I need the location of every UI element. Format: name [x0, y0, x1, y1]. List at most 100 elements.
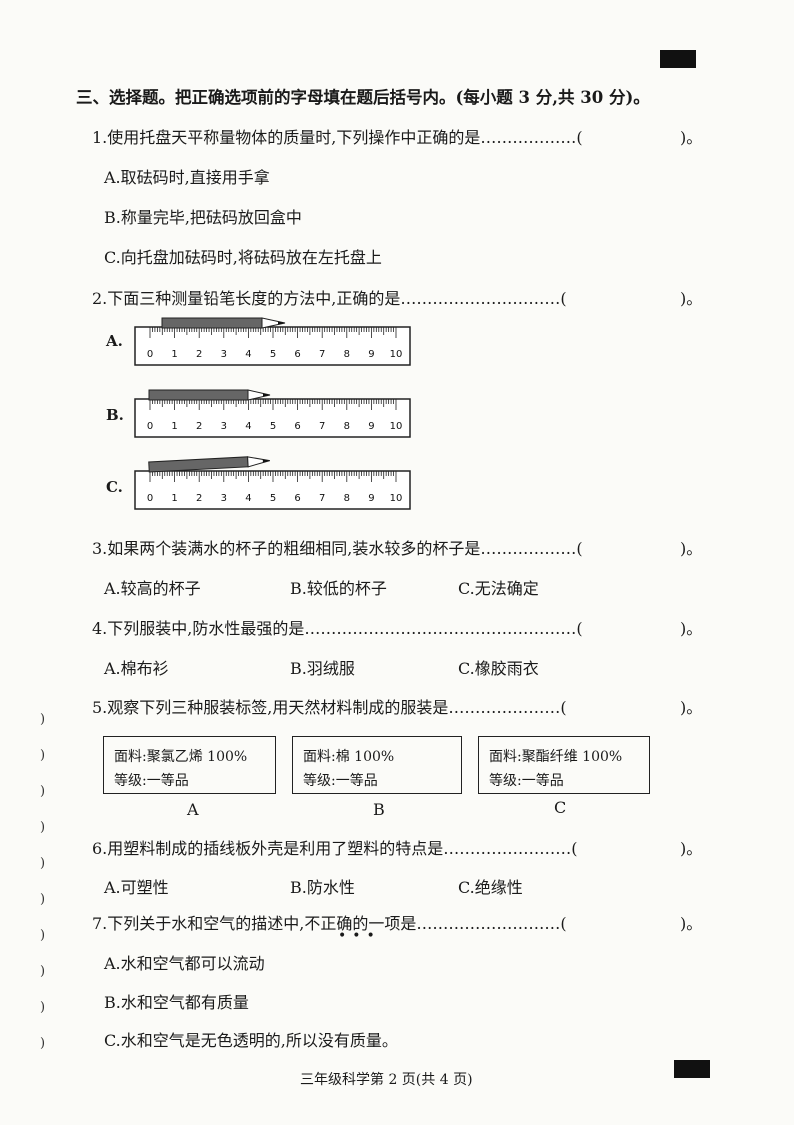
ruler-tick-label: 10: [390, 421, 403, 432]
question-3-answer-close[interactable]: )。: [680, 539, 703, 558]
margin-paren-mark: ): [40, 1000, 46, 1015]
margin-paren-mark: ): [40, 928, 46, 943]
question-5-answer-close[interactable]: )。: [680, 698, 703, 717]
question-4-option-c: C.橡胶雨衣: [458, 659, 539, 678]
question-4-option-a: A.棉布衫: [104, 659, 169, 678]
ruler-tick-label: 2: [196, 493, 202, 504]
margin-paren-mark: ): [40, 748, 46, 763]
registration-block-bottom: [674, 1060, 710, 1078]
ruler-tick-label: 6: [294, 349, 300, 360]
ruler-tick-label: 7: [319, 349, 325, 360]
pencil-tip: [247, 456, 270, 468]
ruler-tick-label: 4: [245, 349, 251, 360]
ruler-tick-label: 8: [344, 421, 350, 432]
question-3-option-b: B.较低的杯子: [290, 579, 387, 598]
ruler-tick-label: 9: [368, 349, 374, 360]
margin-paren-mark: ): [40, 964, 46, 979]
margin-paren-mark: ): [40, 784, 46, 799]
ruler-tick-label: 5: [270, 421, 276, 432]
question-7-stem: 7.下列关于水和空气的描述中,不正确的一项是………………………(: [92, 914, 567, 933]
question-3-stem: 3.如果两个装满水的杯子的粗细相同,装水较多的杯子是………………(: [92, 539, 583, 558]
ruler-tick-label: 3: [221, 349, 227, 360]
ruler-tick-label: 1: [171, 493, 177, 504]
clothing-label-b: 面料:棉 100% 等级:一等品: [292, 736, 462, 794]
ruler-tick-label: 3: [221, 421, 227, 432]
question-6-option-b: B.防水性: [290, 878, 355, 897]
pencil-body: [148, 389, 249, 401]
ruler-tick-label: 6: [294, 493, 300, 504]
ruler-tick-label: 9: [368, 421, 374, 432]
ruler-option-a-label: A.: [106, 332, 123, 350]
label-b-grade: 等级:一等品: [303, 773, 378, 789]
question-7-option-a: A.水和空气都可以流动: [104, 954, 265, 973]
ruler-tick-label: 6: [294, 421, 300, 432]
ruler-tick-label: 0: [147, 349, 153, 360]
label-b-fabric: 面料:棉 100%: [303, 749, 395, 765]
ruler-tick-label: 2: [196, 421, 202, 432]
question-7-option-c: C.水和空气是无色透明的,所以没有质量。: [104, 1031, 398, 1050]
pencil-lead: [263, 393, 270, 397]
margin-paren-mark: ): [40, 892, 46, 907]
question-2-answer-close[interactable]: )。: [680, 289, 703, 308]
margin-paren-mark: ): [40, 820, 46, 835]
ruler-tick-label: 3: [221, 493, 227, 504]
question-7-answer-close[interactable]: )。: [680, 914, 703, 933]
pencil-body: [148, 456, 249, 473]
question-1-option-a: A.取砝码时,直接用手拿: [104, 168, 270, 187]
ruler-tick-label: 0: [147, 421, 153, 432]
clothing-label-c: 面料:聚酯纤维 100% 等级:一等品: [478, 736, 650, 794]
question-4-option-b: B.羽绒服: [290, 659, 355, 678]
question-6-answer-close[interactable]: )。: [680, 839, 703, 858]
margin-paren-mark: ): [40, 712, 46, 727]
question-4-stem: 4.下列服装中,防水性最强的是……………………………………………(: [92, 619, 583, 638]
section-title: 三、选择题。把正确选项前的字母填在题后括号内。(每小题 3 分,共 30 分)。: [76, 88, 650, 107]
ruler-tick-label: 10: [390, 349, 403, 360]
ruler-body: [134, 326, 411, 366]
ruler-body: [134, 398, 411, 438]
label-a-fabric: 面料:聚氯乙烯 100%: [114, 749, 248, 765]
question-2-stem: 2.下面三种测量铅笔长度的方法中,正确的是…………………………(: [92, 289, 567, 308]
ruler-tick-label: 7: [319, 421, 325, 432]
pencil-body: [161, 317, 263, 329]
ruler-tick-label: 4: [245, 421, 251, 432]
label-b-letter: B: [373, 800, 385, 819]
ruler-tick-label: 2: [196, 349, 202, 360]
ruler-tick-label: 9: [368, 493, 374, 504]
question-5-stem: 5.观察下列三种服装标签,用天然材料制成的服装是…………………(: [92, 698, 567, 717]
question-4-answer-close[interactable]: )。: [680, 619, 703, 638]
pencil: [148, 389, 271, 401]
page-footer: 三年级科学第 2 页(共 4 页): [300, 1072, 473, 1088]
ruler-tick-label: 8: [344, 493, 350, 504]
pencil-tip: [247, 389, 271, 401]
question-1-option-b: B.称量完毕,把砝码放回盒中: [104, 208, 302, 227]
question-7-option-b: B.水和空气都有质量: [104, 993, 249, 1012]
question-6-stem: 6.用塑料制成的插线板外壳是利用了塑料的特点是……………………(: [92, 839, 578, 858]
margin-paren-mark: ): [40, 1036, 46, 1051]
question-1-stem: 1.使用托盘天平称量物体的质量时,下列操作中正确的是………………(: [92, 128, 583, 147]
question-6-option-a: A.可塑性: [104, 878, 169, 897]
label-c-letter: C: [554, 798, 567, 817]
ruler-tick-label: 5: [270, 493, 276, 504]
ruler-option-b-label: B.: [106, 406, 124, 424]
pencil-lead: [262, 459, 270, 463]
ruler-tick-label: 10: [390, 493, 403, 504]
label-a-letter: A: [187, 800, 199, 819]
question-3-option-a: A.较高的杯子: [104, 579, 201, 598]
question-1-answer-close[interactable]: )。: [680, 128, 703, 147]
pencil: [148, 456, 270, 473]
ruler-tick-label: 5: [270, 349, 276, 360]
ruler-tick-label: 4: [245, 493, 251, 504]
label-a-grade: 等级:一等品: [114, 773, 189, 789]
ruler-option-c-label: C.: [106, 478, 123, 496]
pencil-tip: [261, 317, 286, 329]
question-1-option-c: C.向托盘加砝码时,将砝码放在左托盘上: [104, 248, 382, 267]
ruler-tick-label: 1: [171, 421, 177, 432]
pencil: [161, 317, 286, 329]
label-c-grade: 等级:一等品: [489, 773, 564, 789]
ruler-tick-label: 0: [147, 493, 153, 504]
emphasis-dots: •••: [338, 928, 381, 944]
margin-paren-mark: ): [40, 856, 46, 871]
ruler-tick-label: 8: [344, 349, 350, 360]
ruler-tick-label: 1: [171, 349, 177, 360]
